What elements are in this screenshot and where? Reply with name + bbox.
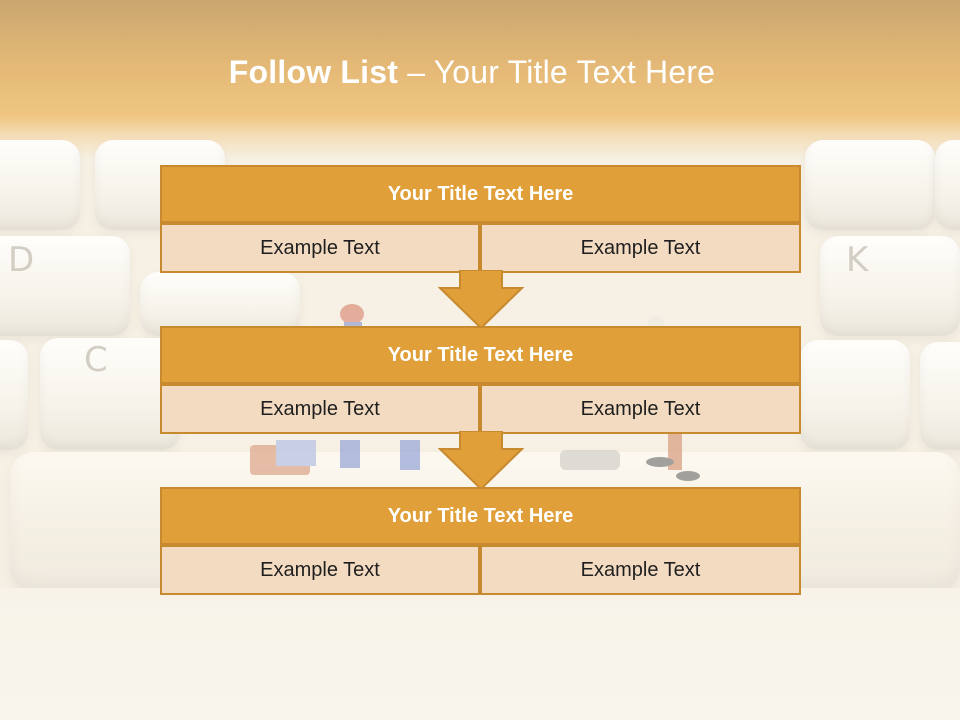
down-arrow-1 [438, 270, 524, 330]
step-block-1: Your Title Text Here Example Text Exampl… [160, 165, 801, 273]
title-lead: Follow List [228, 54, 399, 90]
slide-title: Follow List – Your Title Text Here [0, 54, 944, 91]
key-letter-c: C [84, 340, 108, 380]
step-2-right-cell: Example Text [480, 384, 801, 434]
step-2-heading: Your Title Text Here [160, 326, 801, 384]
step-1-heading: Your Title Text Here [160, 165, 801, 223]
key-letter-d: D [8, 240, 35, 280]
step-1-left-cell: Example Text [160, 223, 480, 273]
step-2-left-cell: Example Text [160, 384, 480, 434]
key-letter-k: K [846, 240, 869, 280]
title-rest: – Your Title Text Here [407, 54, 716, 90]
step-block-3: Your Title Text Here Example Text Exampl… [160, 487, 801, 595]
step-1-right-cell: Example Text [480, 223, 801, 273]
desk-surface [0, 588, 960, 720]
step-block-2: Your Title Text Here Example Text Exampl… [160, 326, 801, 434]
down-arrow-2 [438, 431, 524, 491]
step-3-right-cell: Example Text [480, 545, 801, 595]
header-band [0, 0, 960, 160]
step-3-left-cell: Example Text [160, 545, 480, 595]
step-3-heading: Your Title Text Here [160, 487, 801, 545]
